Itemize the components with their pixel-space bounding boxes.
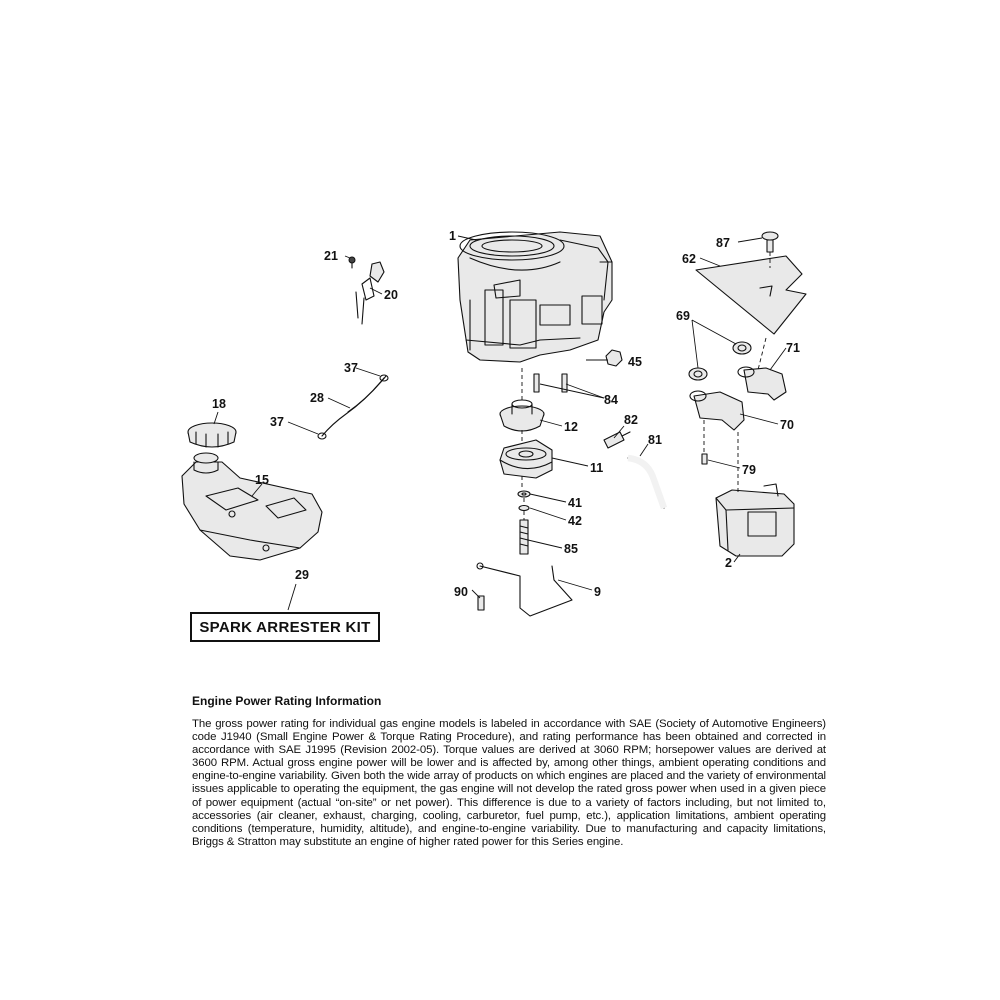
callout-87: 87 <box>716 236 730 250</box>
nut-part-45 <box>605 349 623 367</box>
hose-part-81 <box>627 454 668 510</box>
gas-cap-part-18 <box>187 422 237 448</box>
bracket-part-9 <box>476 562 573 617</box>
heat-shield-part-62 <box>695 255 807 335</box>
assembly-guide-lines <box>521 252 771 520</box>
muffler-part-2 <box>715 483 795 557</box>
hose-clamp-part-37a <box>379 374 389 382</box>
exploded-parts-diagram: 1 2 9 11 12 15 18 20 21 28 29 37 37 41 4… <box>181 229 807 617</box>
fitting-part-82 <box>603 431 631 449</box>
callout-9: 9 <box>594 585 601 599</box>
spark-arrester-kit-label: SPARK ARRESTER KIT <box>199 618 371 636</box>
fuel-tank-part-15 <box>181 452 323 561</box>
part-callouts: 1 2 9 11 12 15 18 20 21 28 29 37 37 41 4… <box>212 229 800 599</box>
callout-79: 79 <box>742 463 756 477</box>
fuel-line-part-28 <box>321 375 387 437</box>
callout-62: 62 <box>682 252 696 266</box>
washer-part-42 <box>518 504 530 512</box>
callout-69: 69 <box>676 309 690 323</box>
bolt-part-87 <box>761 231 779 253</box>
engine-power-rating-text: The gross power rating for individual ga… <box>192 718 826 848</box>
callout-37a: 37 <box>344 361 358 375</box>
callout-21: 21 <box>324 249 338 263</box>
callout-37b: 37 <box>270 415 284 429</box>
callout-18: 18 <box>212 397 226 411</box>
callout-82: 82 <box>624 413 638 427</box>
callout-71: 71 <box>786 341 800 355</box>
washer-part-41 <box>517 490 531 498</box>
engine-power-rating-title: Engine Power Rating Information <box>192 694 382 708</box>
callout-81: 81 <box>648 433 662 447</box>
callout-29: 29 <box>295 568 309 582</box>
callout-15: 15 <box>255 473 269 487</box>
screw-part-21 <box>348 256 356 269</box>
callout-20: 20 <box>384 288 398 302</box>
hose-clamp-part-37b <box>317 432 327 440</box>
exhaust-pipe-part-71 <box>737 366 787 401</box>
gaskets-part-69 <box>688 341 752 381</box>
callout-90: 90 <box>454 585 468 599</box>
bolt-part-79 <box>701 453 708 465</box>
callout-28: 28 <box>310 391 324 405</box>
engine-part-1 <box>457 231 613 363</box>
callout-85: 85 <box>564 542 578 556</box>
callout-84: 84 <box>604 393 618 407</box>
exhaust-pipe-part-70 <box>689 390 745 431</box>
spark-arrester-kit-box: SPARK ARRESTER KIT <box>190 612 380 642</box>
clutch-part-11 <box>499 439 553 479</box>
bolts-part-84 <box>533 373 568 393</box>
callout-12: 12 <box>564 420 578 434</box>
callout-70: 70 <box>780 418 794 432</box>
leader-lines <box>213 235 787 611</box>
callout-11: 11 <box>590 461 603 475</box>
throttle-control-part-20 <box>355 261 385 325</box>
callout-1: 1 <box>449 229 456 243</box>
callout-2: 2 <box>725 556 732 570</box>
bolt-part-90 <box>477 595 485 611</box>
callout-45: 45 <box>628 355 642 369</box>
bolt-part-85 <box>519 519 529 555</box>
callout-41: 41 <box>568 496 582 510</box>
callout-42: 42 <box>568 514 582 528</box>
pulley-part-12 <box>499 399 545 432</box>
